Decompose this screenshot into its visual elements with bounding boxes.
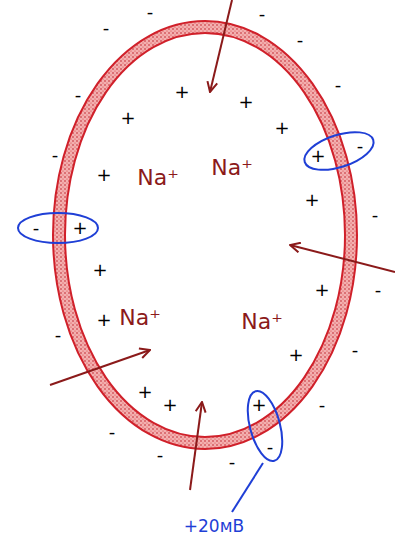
charge-sign: -: [335, 76, 342, 94]
influx-arrow: [50, 350, 150, 385]
charge-sign: +: [162, 396, 177, 414]
charge-sign: -: [352, 341, 359, 359]
charge-pair-ring: [241, 387, 289, 464]
charge-sign: +: [96, 311, 111, 329]
charge-sign: -: [52, 146, 59, 164]
charge-pair-ring: [300, 125, 378, 178]
voltage-label: +20мВ: [184, 518, 244, 535]
influx-arrow: [190, 402, 202, 490]
charge-sign: -: [259, 5, 266, 23]
charge-sign: -: [297, 31, 304, 49]
cell-membrane: [53, 21, 357, 449]
charge-sign: +: [314, 281, 329, 299]
influx-arrow: [210, 0, 232, 92]
charge-sign: -: [267, 438, 274, 456]
ion-label: Na⁺: [241, 311, 283, 333]
cell-interior: [65, 33, 345, 437]
ion-label: Na⁺: [137, 167, 179, 189]
charge-sign: +: [72, 219, 87, 237]
charge-sign: -: [147, 3, 154, 21]
charge-pair-ring: [18, 213, 98, 243]
charge-sign: +: [238, 93, 253, 111]
charge-sign: +: [251, 396, 266, 414]
charge-sign: -: [372, 206, 379, 224]
charge-sign: -: [103, 19, 110, 37]
charge-sign: -: [375, 281, 382, 299]
charge-sign: -: [55, 326, 62, 344]
charge-sign: +: [288, 346, 303, 364]
charge-sign: -: [157, 446, 164, 464]
charge-sign: -: [33, 219, 40, 237]
leader-line: [232, 463, 263, 512]
charge-sign: -: [357, 137, 364, 155]
charge-sign: +: [274, 119, 289, 137]
charge-sign: -: [229, 453, 236, 471]
charge-sign: +: [96, 166, 111, 184]
charge-sign: +: [92, 261, 107, 279]
charge-sign: +: [304, 191, 319, 209]
charge-sign: -: [109, 423, 116, 441]
charge-sign: -: [319, 396, 326, 414]
ion-label: Na⁺: [119, 307, 161, 329]
charge-sign: +: [174, 83, 189, 101]
influx-arrow: [290, 245, 395, 272]
charge-sign: -: [75, 86, 82, 104]
charge-sign: +: [137, 383, 152, 401]
ion-label: Na⁺: [211, 157, 253, 179]
charge-sign: +: [120, 109, 135, 127]
charge-sign: +: [310, 147, 325, 165]
